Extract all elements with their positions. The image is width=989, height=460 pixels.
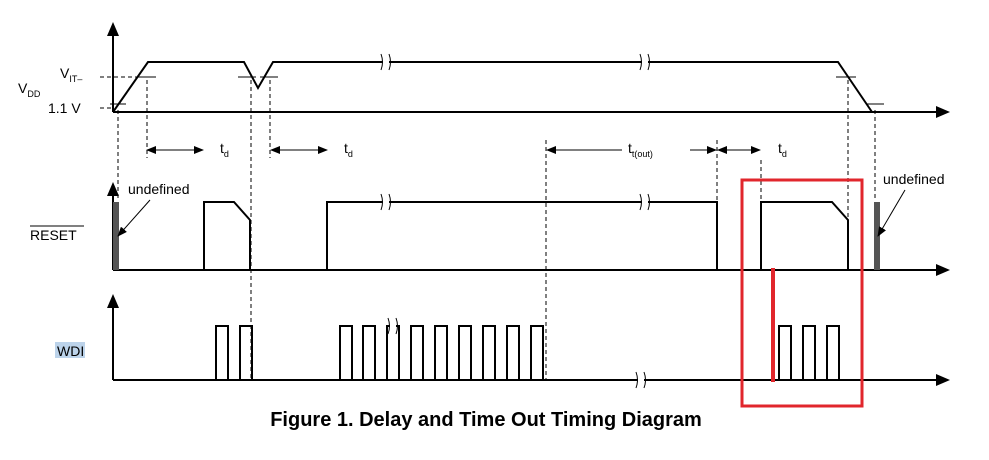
reset-break-marks: [380, 193, 650, 211]
wdi-time-axis-arrow: [936, 374, 950, 386]
wdi-y-axis-arrow: [107, 294, 119, 308]
td-2-label: td: [344, 140, 353, 159]
tout-label: tt(out): [628, 140, 653, 159]
undefined-pointer-left: [117, 199, 151, 237]
td-1-label: td: [220, 140, 229, 159]
reset-y-axis-arrow: [107, 182, 119, 196]
reset-time-axis-arrow: [936, 264, 950, 276]
vdd-waveform: [112, 61, 873, 113]
vdd-y-axis-arrow: [107, 22, 119, 36]
v11-label: 1.1 V: [48, 100, 81, 116]
undefined-pointer-right: [877, 189, 906, 237]
vdd-trace-group: VDD VIT– 1.1 V: [18, 22, 950, 118]
wdi-label: WDI: [57, 343, 84, 359]
wdi-waveform-burst-1: [215, 325, 253, 381]
undefined-label-right: undefined: [883, 171, 945, 187]
wdi-label-highlight: [55, 342, 85, 358]
timing-annotations: td td tt(out) td: [146, 140, 787, 159]
highlight-box: [740, 178, 864, 408]
reset-trace-group: undefined undefined RESET: [30, 171, 950, 276]
wdi-break-marks: [387, 317, 646, 389]
reset-label: RESET: [30, 227, 77, 243]
vdd-break-marks: [380, 53, 650, 71]
reset-undefined-bar-right: [874, 202, 880, 270]
highlight-annotation: [740, 178, 864, 408]
vdd-time-axis-arrow: [936, 106, 950, 118]
wdi-waveform-burst-3: [778, 325, 840, 381]
vdd-crossing-markers: [110, 76, 884, 105]
undefined-label-left: undefined: [128, 181, 190, 197]
vit-label: VIT–: [60, 65, 82, 84]
wdi-trace-group: WDI: [55, 294, 950, 389]
td-3-label: td: [778, 140, 787, 159]
figure-caption: Figure 1. Delay and Time Out Timing Diag…: [270, 409, 702, 431]
wdi-waveform-burst-2: [339, 325, 544, 381]
reset-undefined-bar-left: [113, 202, 119, 270]
reset-waveform: [113, 201, 877, 271]
vdd-label: VDD: [18, 80, 41, 99]
